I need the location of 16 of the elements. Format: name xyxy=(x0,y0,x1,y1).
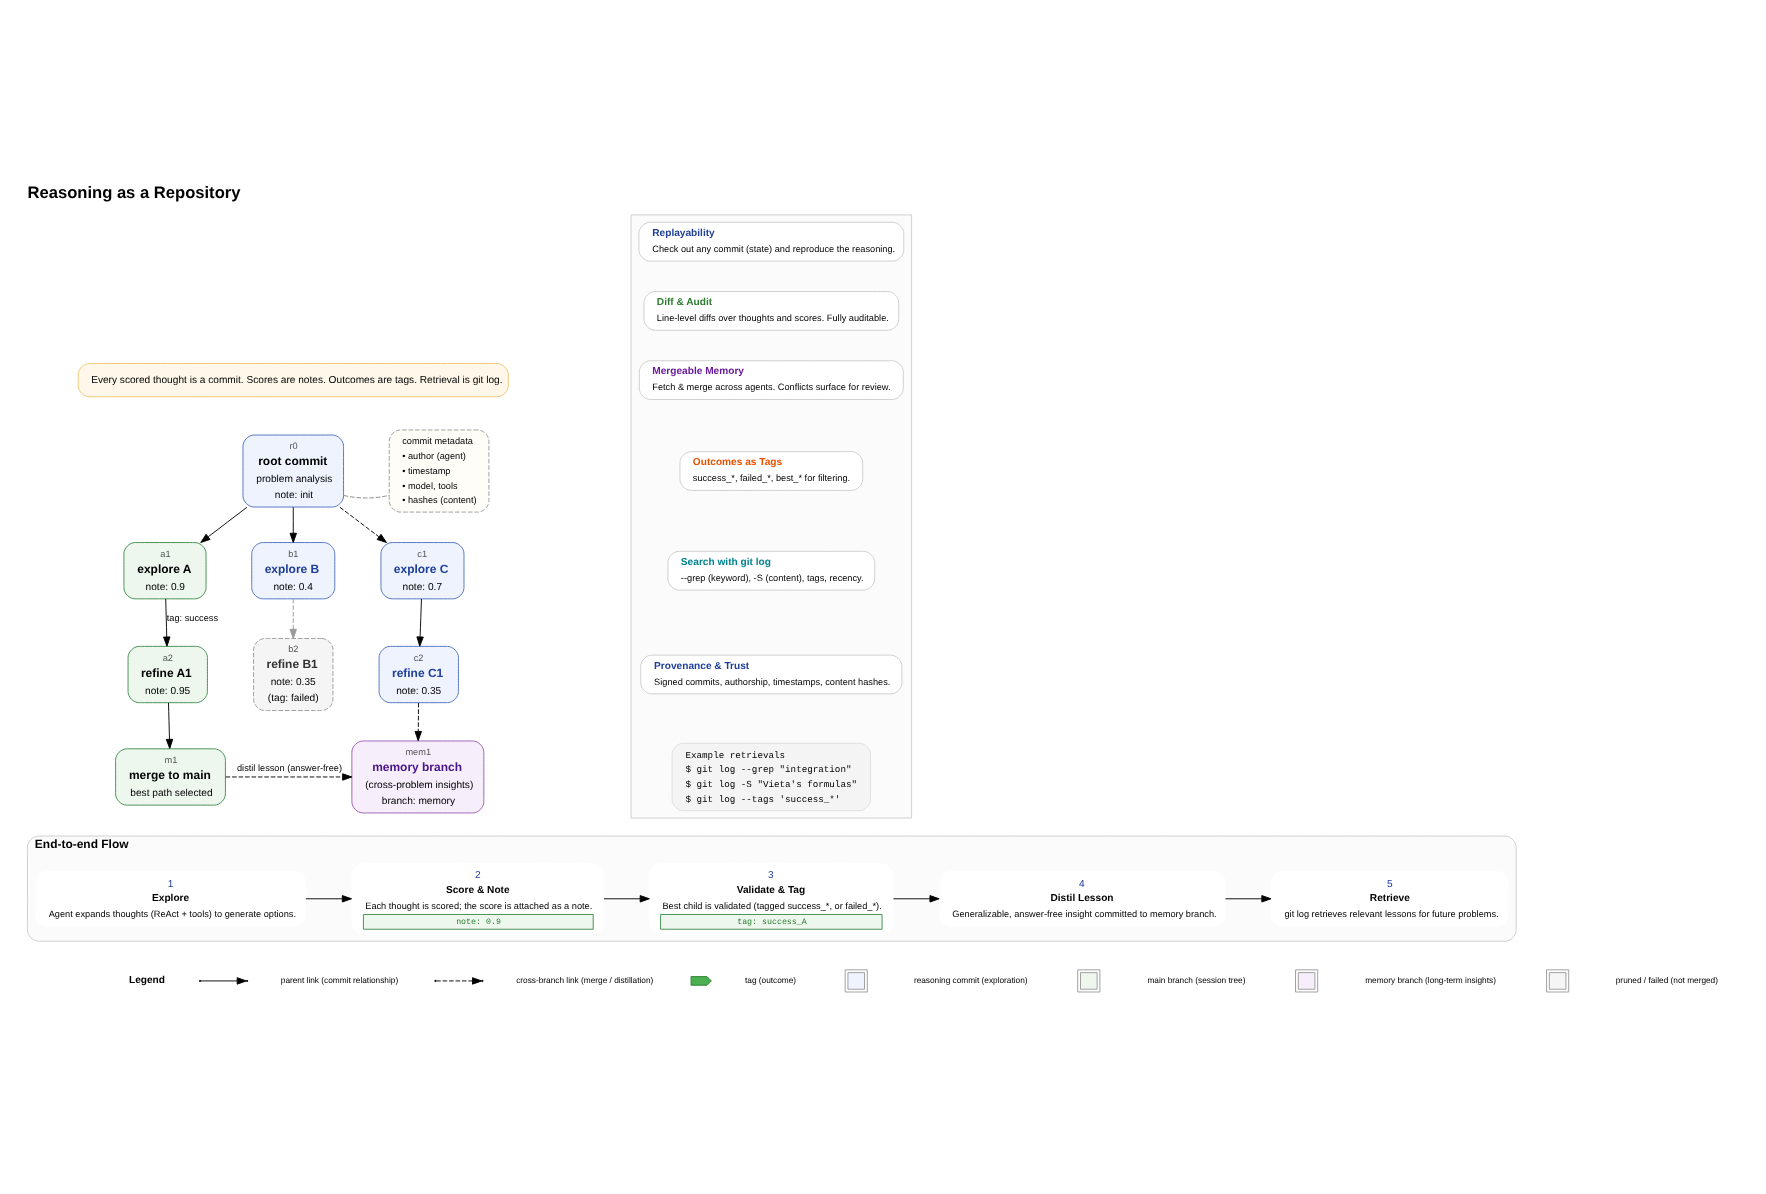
arrow xyxy=(289,598,297,639)
cluster xyxy=(630,214,913,819)
arrow xyxy=(603,895,650,903)
arrow xyxy=(339,506,387,543)
arrow xyxy=(165,702,174,750)
arrow xyxy=(289,506,297,543)
arrow xyxy=(225,773,353,781)
arrow xyxy=(414,702,422,742)
connector xyxy=(343,494,390,499)
arrow xyxy=(200,506,248,543)
arrow xyxy=(892,895,940,903)
arrow xyxy=(416,598,424,647)
arrow xyxy=(1225,895,1272,903)
arrow xyxy=(305,895,352,903)
diagram-title: Reasoning as a Repository xyxy=(27,181,241,202)
arrow xyxy=(163,598,171,647)
